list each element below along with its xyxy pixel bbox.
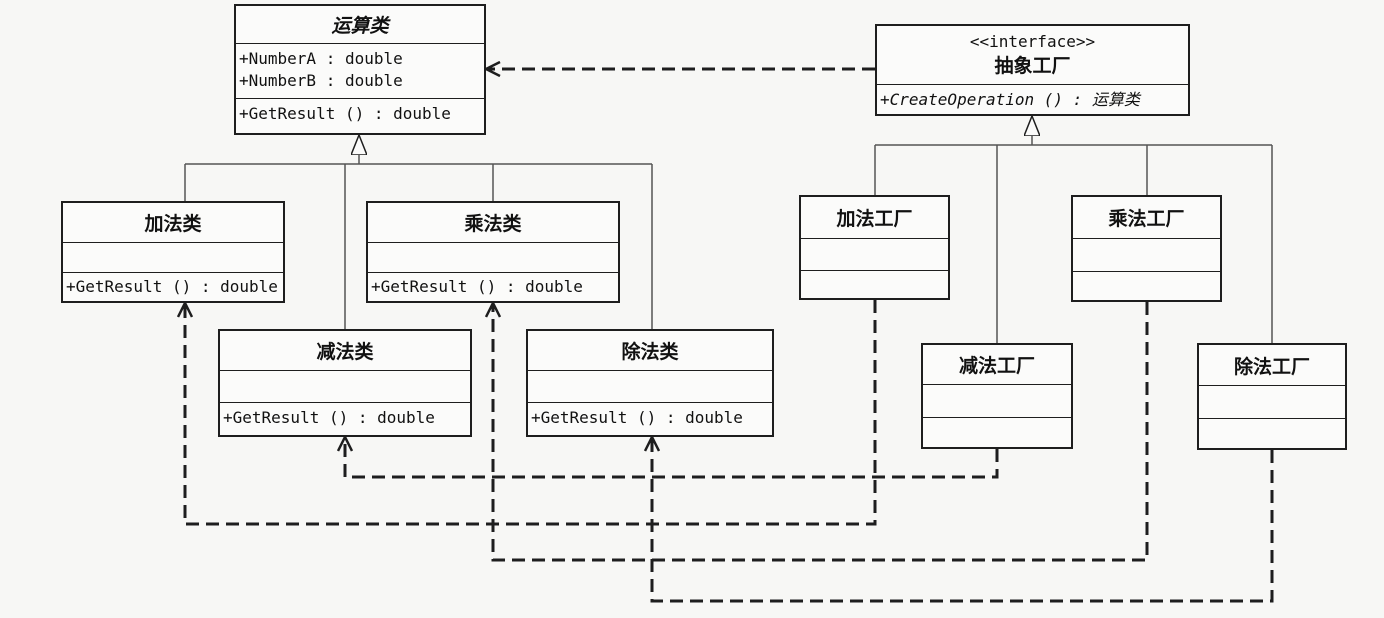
operations-section: +CreateOperation () : 运算类 (877, 84, 1188, 114)
operation-get-result: +GetResult () : double (531, 408, 743, 427)
class-name: 运算类 (331, 15, 389, 37)
class-name: 减法工厂 (958, 355, 1035, 377)
attributes-section (1199, 385, 1345, 418)
class-name: 除法工厂 (1233, 355, 1310, 378)
attributes-section (801, 238, 948, 270)
mul-factory-box: 乘法工厂 (1071, 195, 1222, 302)
class-name: 加法类 (144, 213, 202, 235)
sub-class-box: 减法类 +GetResult () : double (218, 329, 472, 437)
attributes-section (528, 370, 772, 402)
operations-section: +GetResult () : double (528, 402, 772, 435)
operations-section: +GetResult () : double (368, 272, 618, 301)
attribute-number-a: +NumberA : double (239, 49, 403, 68)
div-class-box: 除法类 +GetResult () : double (526, 329, 774, 437)
dependency-mul-factory-to-mul (493, 302, 1149, 562)
operation-class-box: 运算类 +NumberA : double +NumberB : double … (234, 4, 486, 135)
operations-section: +GetResult () : double (236, 98, 484, 133)
dependency-add-factory-to-add (185, 300, 877, 526)
operations-section (1199, 418, 1345, 448)
div-factory-box: 除法工厂 (1197, 343, 1347, 450)
operation-get-result: +GetResult () : double (239, 104, 451, 123)
operations-section (801, 270, 948, 298)
dependency-div-factory-to-div (652, 437, 1274, 603)
operations-section: +GetResult () : double (220, 402, 470, 435)
operation-get-result: +GetResult () : double (371, 277, 583, 296)
add-class-box: 加法类 +GetResult () : double (61, 201, 285, 303)
class-name: 除法类 (621, 341, 679, 363)
attributes-section (368, 242, 618, 272)
operation-get-result: +GetResult () : double (223, 408, 435, 427)
operation-get-result: +GetResult () : double (66, 277, 278, 296)
sub-factory-box: 减法工厂 (921, 343, 1073, 449)
operation-create-operation: +CreateOperation () : 运算类 (880, 90, 1140, 109)
class-name: 加法工厂 (836, 208, 913, 230)
factory-inheritance-tree (874, 116, 1273, 343)
attribute-number-b: +NumberB : double (239, 71, 403, 90)
attributes-section (1073, 238, 1220, 271)
class-name: 抽象工厂 (994, 55, 1071, 77)
attributes-section (220, 370, 470, 402)
class-name: 减法类 (316, 341, 374, 363)
operation-inheritance-tree (184, 135, 653, 329)
add-factory-box: 加法工厂 (799, 195, 950, 300)
operations-section (1073, 271, 1220, 300)
dependency-sub-factory-to-sub (345, 437, 999, 479)
class-name: 乘法工厂 (1108, 208, 1185, 230)
mul-class-box: 乘法类 +GetResult () : double (366, 201, 620, 303)
attributes-section: +NumberA : double +NumberB : double (236, 43, 484, 98)
operations-section (923, 417, 1071, 447)
attributes-section (923, 384, 1071, 417)
attributes-section (63, 242, 283, 272)
class-name: 乘法类 (464, 213, 522, 235)
abstract-factory-interface-box: <<interface>> 抽象工厂 +CreateOperation () :… (875, 24, 1190, 116)
interface-stereotype: <<interface>> (969, 32, 1096, 51)
operations-section: +GetResult () : double (63, 272, 283, 301)
